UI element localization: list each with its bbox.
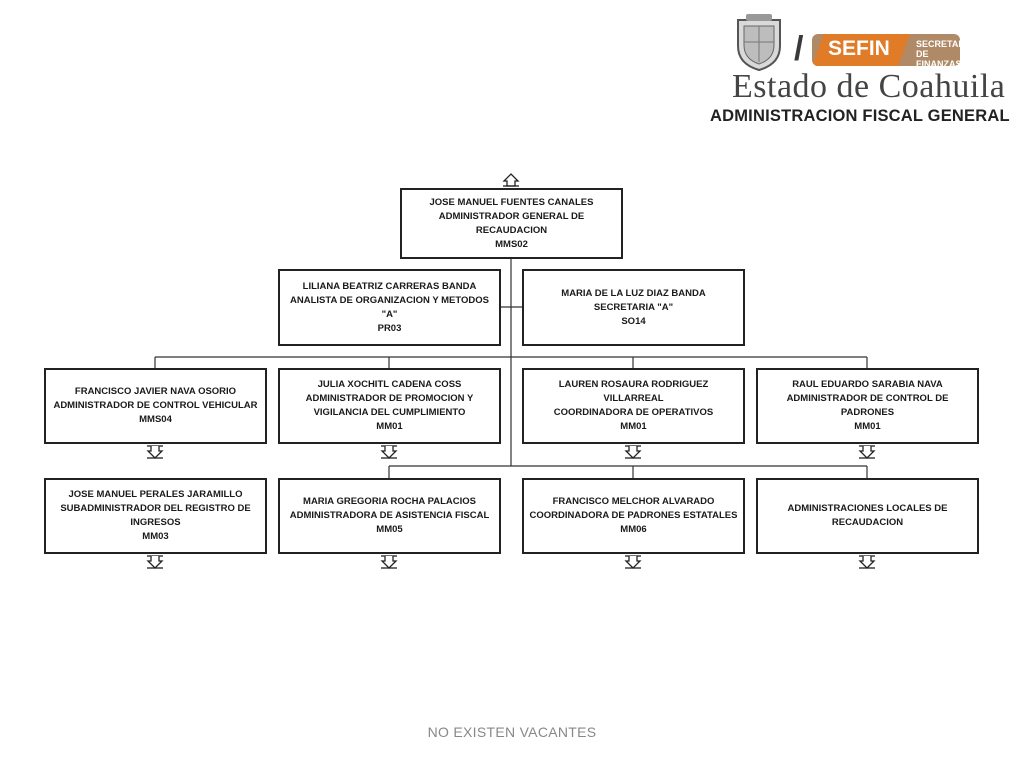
- org-box-row2-2: MARIA GREGORIA ROCHA PALACIOS ADMINISTRA…: [278, 478, 501, 554]
- org-box-row2-4: ADMINISTRACIONES LOCALES DE RECAUDACION: [756, 478, 979, 554]
- down-arrow-icon: [858, 445, 876, 459]
- position-code: MM01: [854, 421, 881, 432]
- position-title: ADMINISTRADORA DE ASISTENCIA FISCAL: [289, 510, 490, 521]
- position-title: ADMINISTRADOR DE PROMOCION Y VIGILANCIA …: [305, 393, 474, 418]
- sefin-badge: SEFIN SECRETARÍA DE FINANZAS: [812, 34, 974, 69]
- person-name: JOSE MANUEL PERALES JARAMILLO: [68, 489, 243, 500]
- down-arrow-icon: [146, 445, 164, 459]
- org-box-staff-right: MARIA DE LA LUZ DIAZ BANDA SECRETARIA "A…: [522, 269, 745, 346]
- position-code: MM05: [376, 524, 403, 535]
- logo-slash: /: [794, 30, 804, 68]
- person-name: RAUL EDUARDO SARABIA NAVA: [792, 379, 943, 390]
- org-box-staff-left: LILIANA BEATRIZ CARRERAS BANDA ANALISTA …: [278, 269, 501, 346]
- department-title: ADMINISTRACION FISCAL GENERAL: [710, 107, 1010, 125]
- person-name: MARIA DE LA LUZ DIAZ BANDA: [561, 287, 706, 299]
- position-code: MM01: [376, 421, 403, 432]
- footer-note: NO EXISTEN VACANTES: [427, 724, 597, 740]
- position-code: MM03: [142, 531, 169, 542]
- position-code: MMS04: [139, 414, 172, 425]
- person-name: FRANCISCO JAVIER NAVA OSORIO: [74, 386, 237, 397]
- position-title: ADMINISTRADOR DE CONTROL VEHICULAR: [53, 400, 258, 411]
- position-code: MMS02: [495, 238, 528, 250]
- position-title: ANALISTA DE ORGANIZACION Y METODOS "A": [290, 294, 489, 320]
- position-code: PR03: [377, 322, 402, 334]
- sefin-subtitle: SECRETARÍA DE FINANZAS: [916, 39, 974, 69]
- person-name: MARIA GREGORIA ROCHA PALACIOS: [303, 496, 476, 507]
- down-arrow-icon: [858, 555, 876, 569]
- position-title: SECRETARIA "A": [593, 301, 674, 313]
- position-title: COORDINADORA DE PADRONES ESTATALES: [529, 510, 738, 521]
- person-name: LILIANA BEATRIZ CARRERAS BANDA: [302, 280, 477, 292]
- person-name: JULIA XOCHITL CADENA COSS: [317, 379, 462, 390]
- position-title: ADMINISTRADOR GENERAL DE RECAUDACION: [438, 210, 585, 236]
- state-name: Estado de Coahuila: [732, 68, 1006, 105]
- down-arrow-icon: [624, 445, 642, 459]
- header-logo: / SEFIN SECRETARÍA DE FINANZAS Estado de…: [708, 8, 1010, 128]
- org-box-row2-3: FRANCISCO MELCHOR ALVARADO COORDINADORA …: [522, 478, 745, 554]
- org-box-row1-4: RAUL EDUARDO SARABIA NAVA ADMINISTRADOR …: [756, 368, 979, 444]
- sefin-brand: SEFIN: [828, 37, 890, 60]
- org-box-row1-3: LAUREN ROSAURA RODRIGUEZ VILLARREAL COOR…: [522, 368, 745, 444]
- org-box-row1-2: JULIA XOCHITL CADENA COSS ADMINISTRADOR …: [278, 368, 501, 444]
- up-arrow-icon: [502, 173, 520, 187]
- down-arrow-icon: [380, 555, 398, 569]
- person-name: JOSE MANUEL FUENTES CANALES: [429, 196, 594, 208]
- position-code: MM06: [620, 524, 647, 535]
- position-title: ADMINISTRADOR DE CONTROL DE PADRONES: [786, 393, 949, 418]
- org-box-row2-1: JOSE MANUEL PERALES JARAMILLO SUBADMINIS…: [44, 478, 267, 554]
- position-code: SO14: [621, 315, 646, 327]
- position-title: ADMINISTRACIONES LOCALES DE RECAUDACION: [787, 503, 948, 528]
- org-box-row1-1: FRANCISCO JAVIER NAVA OSORIO ADMINISTRAD…: [44, 368, 267, 444]
- position-title: SUBADMINISTRADOR DEL REGISTRO DE INGRESO…: [60, 503, 251, 528]
- down-arrow-icon: [624, 555, 642, 569]
- position-title: COORDINADORA DE OPERATIVOS: [553, 407, 714, 418]
- person-name: LAUREN ROSAURA RODRIGUEZ VILLARREAL: [558, 379, 709, 404]
- down-arrow-icon: [380, 445, 398, 459]
- person-name: FRANCISCO MELCHOR ALVARADO: [552, 496, 715, 507]
- org-box-top: JOSE MANUEL FUENTES CANALES ADMINISTRADO…: [400, 188, 623, 259]
- coat-of-arms-icon: [737, 14, 781, 72]
- position-code: MM01: [620, 421, 647, 432]
- down-arrow-icon: [146, 555, 164, 569]
